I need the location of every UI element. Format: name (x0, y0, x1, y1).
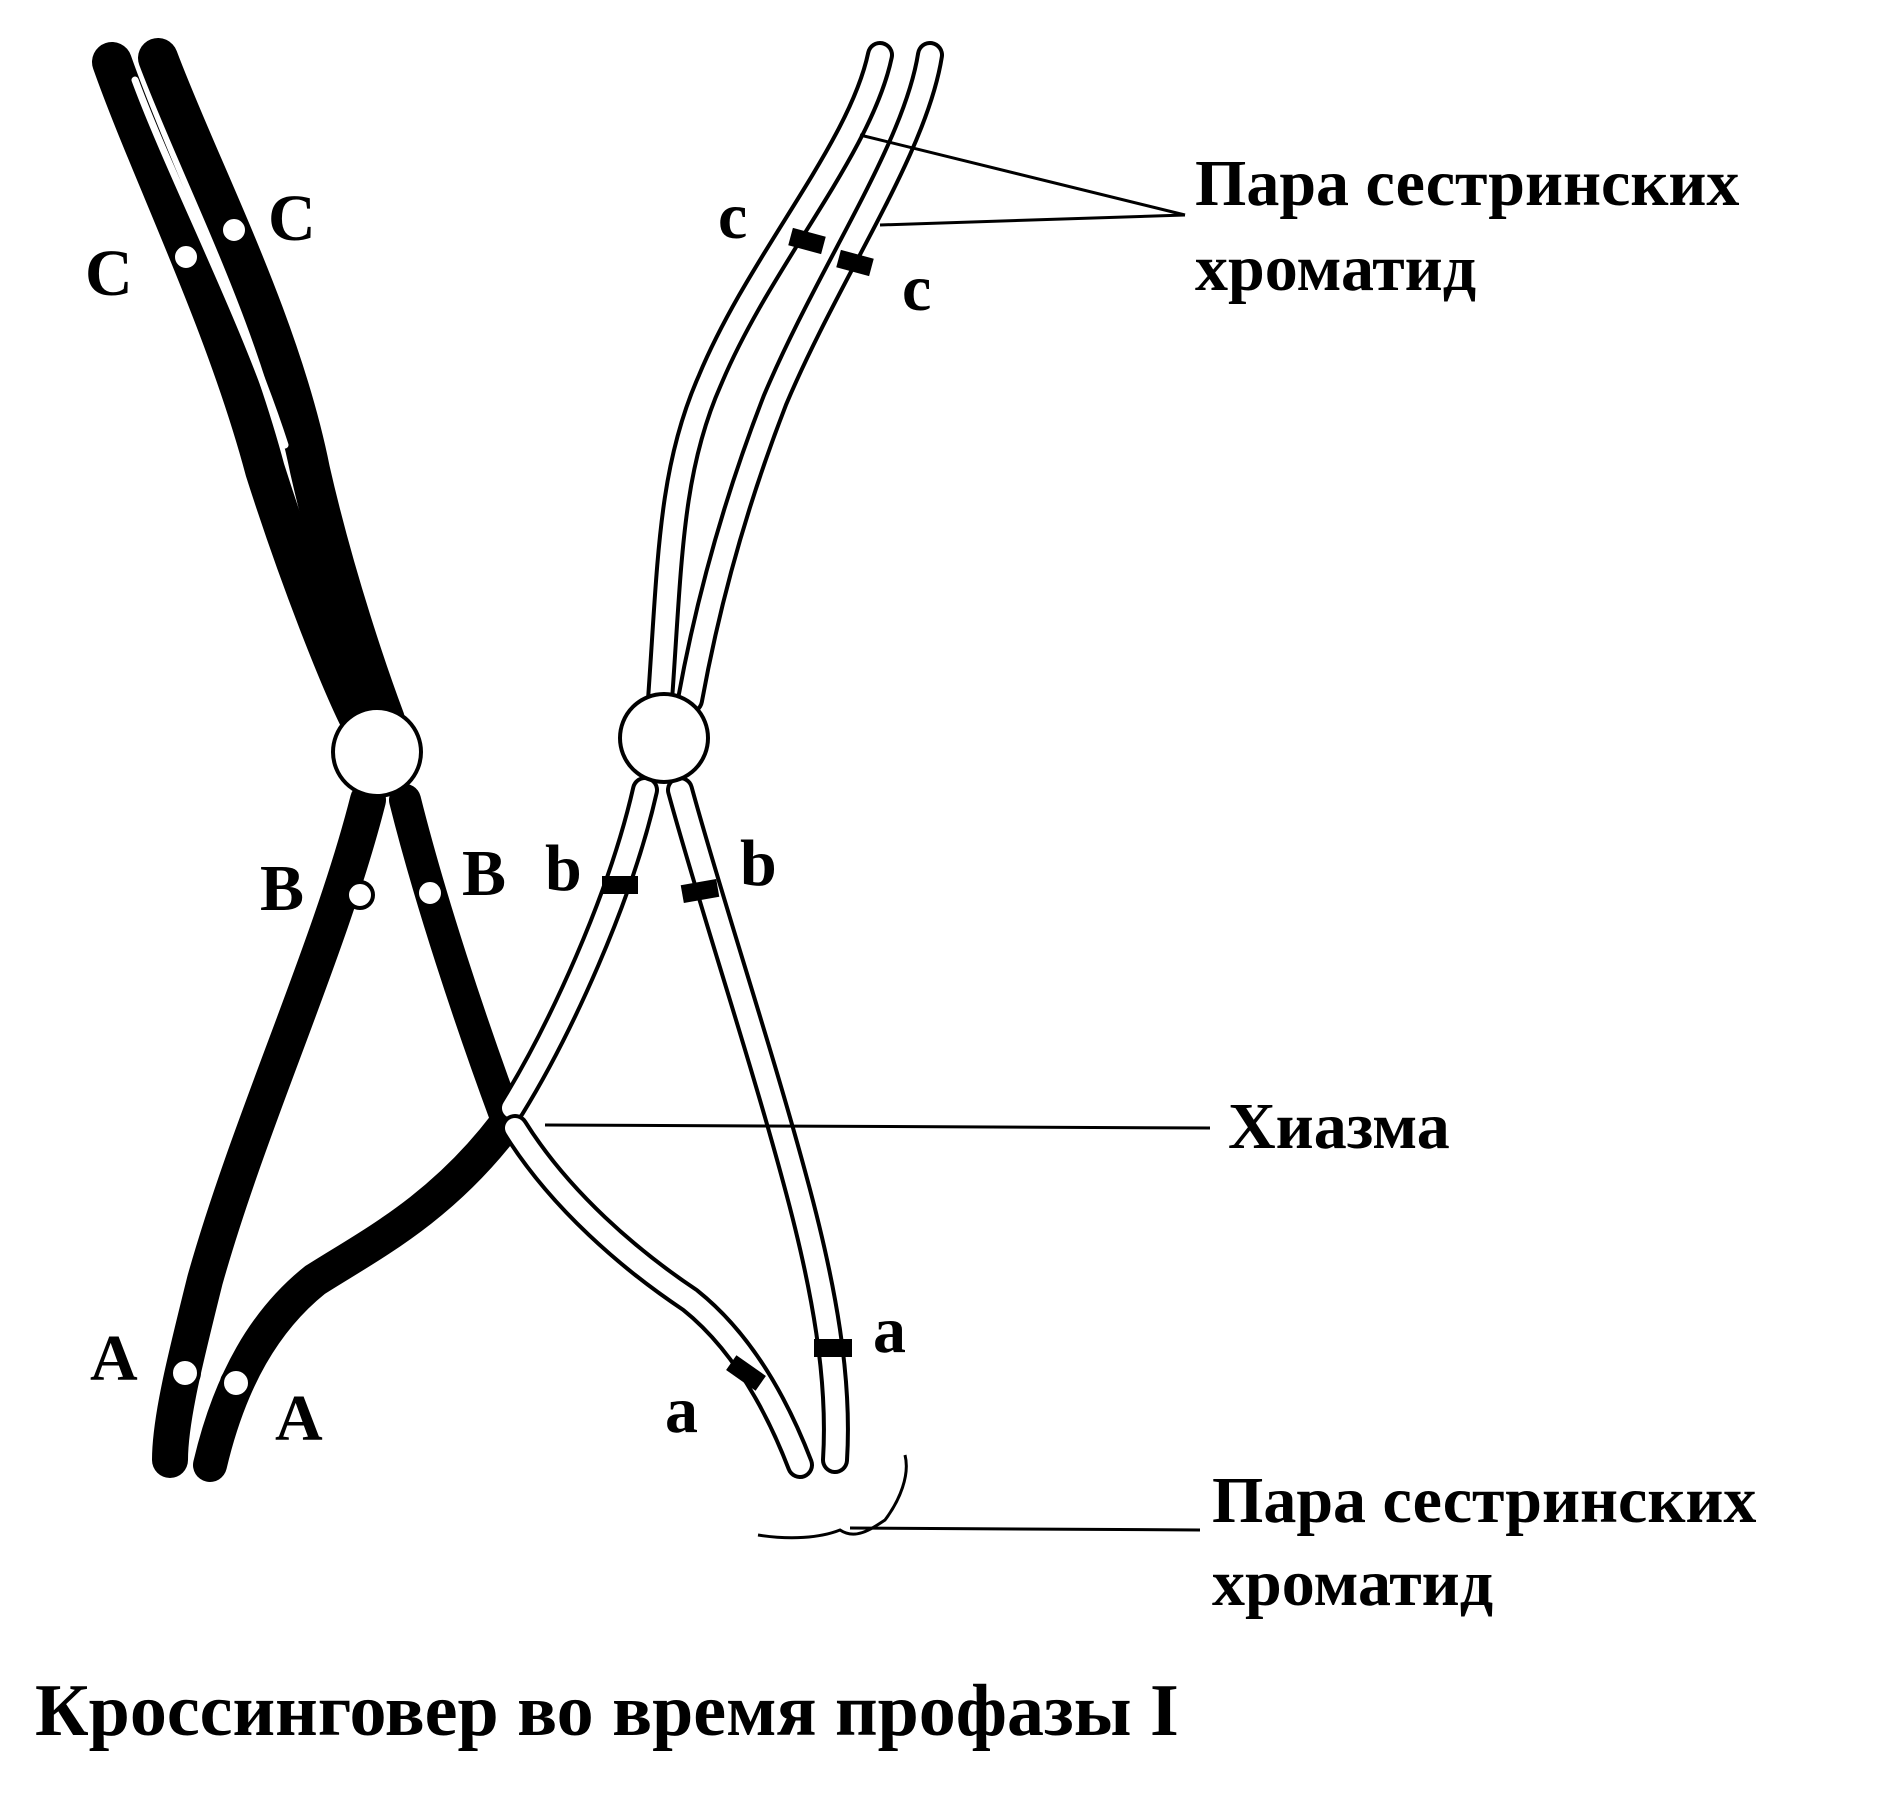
callout-sister-bottom-line2: хроматид (1212, 1547, 1493, 1620)
marker-c-left (788, 227, 826, 255)
label-c-right: c (902, 252, 931, 325)
pointer-sister-top-a (859, 133, 1186, 217)
callout-sister-top-line1: Пара сестринских (1195, 147, 1739, 220)
marker-C-outer (171, 242, 201, 272)
label-B-right: B (462, 837, 506, 910)
label-b-right: b (740, 827, 777, 900)
marker-c-right (836, 249, 874, 277)
label-a-left: a (665, 1374, 698, 1447)
callout-sister-bottom-line1: Пара сестринских (1212, 1464, 1756, 1537)
marker-b-left (602, 876, 638, 894)
gene-labels: C C c c B B b b A A a a (85, 180, 931, 1455)
marker-B-right (415, 878, 445, 908)
dark-lower-chromatid-left (152, 782, 386, 1478)
light-centromere (618, 692, 710, 784)
pointer-sister-bottom (849, 1526, 1201, 1532)
label-b-left: b (545, 832, 582, 905)
marker-a-right (814, 1339, 852, 1357)
sister-bottom-brace (757, 1454, 908, 1540)
dark-upper-chromatid-right (138, 38, 405, 740)
label-a-right: a (873, 1294, 906, 1367)
marker-b-right (680, 879, 720, 903)
dark-centromere (331, 706, 423, 798)
allele-markers (169, 215, 874, 1399)
dark-lower-chromatid-right (389, 784, 521, 1131)
callout-labels: Пара сестринских хроматид Хиазма Пара се… (1195, 147, 1756, 1620)
marker-C-inner (219, 215, 249, 245)
label-C-inner: C (268, 182, 316, 255)
marker-B-left (345, 880, 375, 910)
label-A-left: A (90, 1322, 138, 1395)
callout-chiasma: Хиазма (1228, 1090, 1450, 1163)
pointer-sister-top-b (879, 213, 1186, 227)
label-c-left: c (718, 180, 747, 253)
dark-chromosome (92, 38, 522, 1482)
pointer-chiasma (544, 1123, 1211, 1130)
marker-A-left (169, 1357, 201, 1389)
label-A-right: A (275, 1382, 323, 1455)
label-C-outer: C (85, 237, 133, 310)
label-B-left: B (260, 852, 304, 925)
diagram-caption: Кроссинговер во время профазы I (35, 1670, 1179, 1752)
dark-upper-chromatid-left (92, 42, 380, 740)
marker-A-right (220, 1367, 252, 1399)
callout-sister-top-line2: хроматид (1195, 232, 1476, 305)
marker-a-left (726, 1355, 766, 1391)
pointer-lines (544, 133, 1211, 1540)
